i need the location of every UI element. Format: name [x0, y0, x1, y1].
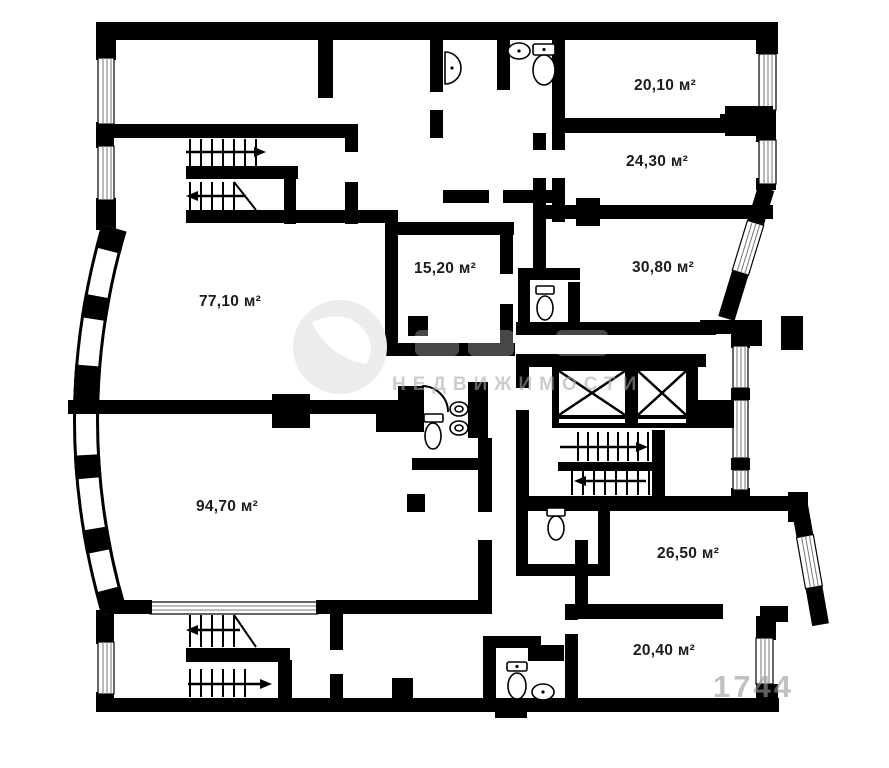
elevator-shaft [632, 364, 692, 428]
windows [97, 53, 829, 695]
watermark-text: НЕДВИЖИМОСТИ [392, 374, 643, 395]
sink-icon [507, 42, 531, 60]
sink-icon [444, 51, 462, 85]
window [97, 57, 115, 125]
sink-icon [449, 420, 469, 436]
staircase-core [560, 432, 650, 495]
window [732, 469, 749, 491]
room-area-label: 20,10 м² [634, 77, 696, 94]
window [149, 601, 319, 615]
watermark-number: 1744 [713, 669, 794, 704]
watermark-blur [556, 330, 608, 356]
room-area-label: 30,80 м² [632, 259, 694, 276]
watermark: НЕДВИЖИМОСТИ 1744 [293, 300, 794, 704]
room-labels: 20,10 м² 24,30 м² 30,80 м² 15,20 м² 77,1… [196, 77, 719, 659]
window [732, 399, 749, 459]
toilet-icon [532, 43, 556, 86]
bathroom-fixtures [421, 42, 566, 701]
toilet-icon [546, 507, 566, 541]
toilet-icon [506, 661, 528, 700]
sink-icon [449, 401, 469, 417]
watermark-blur [468, 330, 514, 356]
elevator-shafts [552, 364, 692, 428]
staircase-bottom-left [186, 614, 272, 697]
room-area-label: 77,10 м² [199, 293, 261, 310]
room-area-label: 20,40 м² [633, 642, 695, 659]
sink-icon [531, 683, 555, 701]
window [97, 641, 115, 695]
window-angled [791, 503, 829, 627]
room-area-label: 26,50 м² [657, 545, 719, 562]
watermark-blur [415, 330, 459, 356]
toilet-icon [423, 413, 444, 450]
window [732, 345, 749, 389]
outer-walls [96, 22, 808, 718]
window [97, 145, 115, 201]
interior-walls [68, 40, 773, 702]
door-arc [421, 385, 449, 413]
curved-bay-window [73, 224, 127, 616]
elevator-shaft [552, 364, 632, 428]
room-area-label: 15,20 м² [414, 260, 476, 277]
room-area-label: 94,70 м² [196, 498, 258, 515]
room-area-label: 24,30 м² [626, 153, 688, 170]
window [758, 53, 777, 111]
staircase-top-left [186, 139, 266, 211]
window [755, 637, 774, 685]
toilet-icon [535, 285, 555, 321]
window [758, 139, 777, 185]
columns [392, 316, 428, 699]
